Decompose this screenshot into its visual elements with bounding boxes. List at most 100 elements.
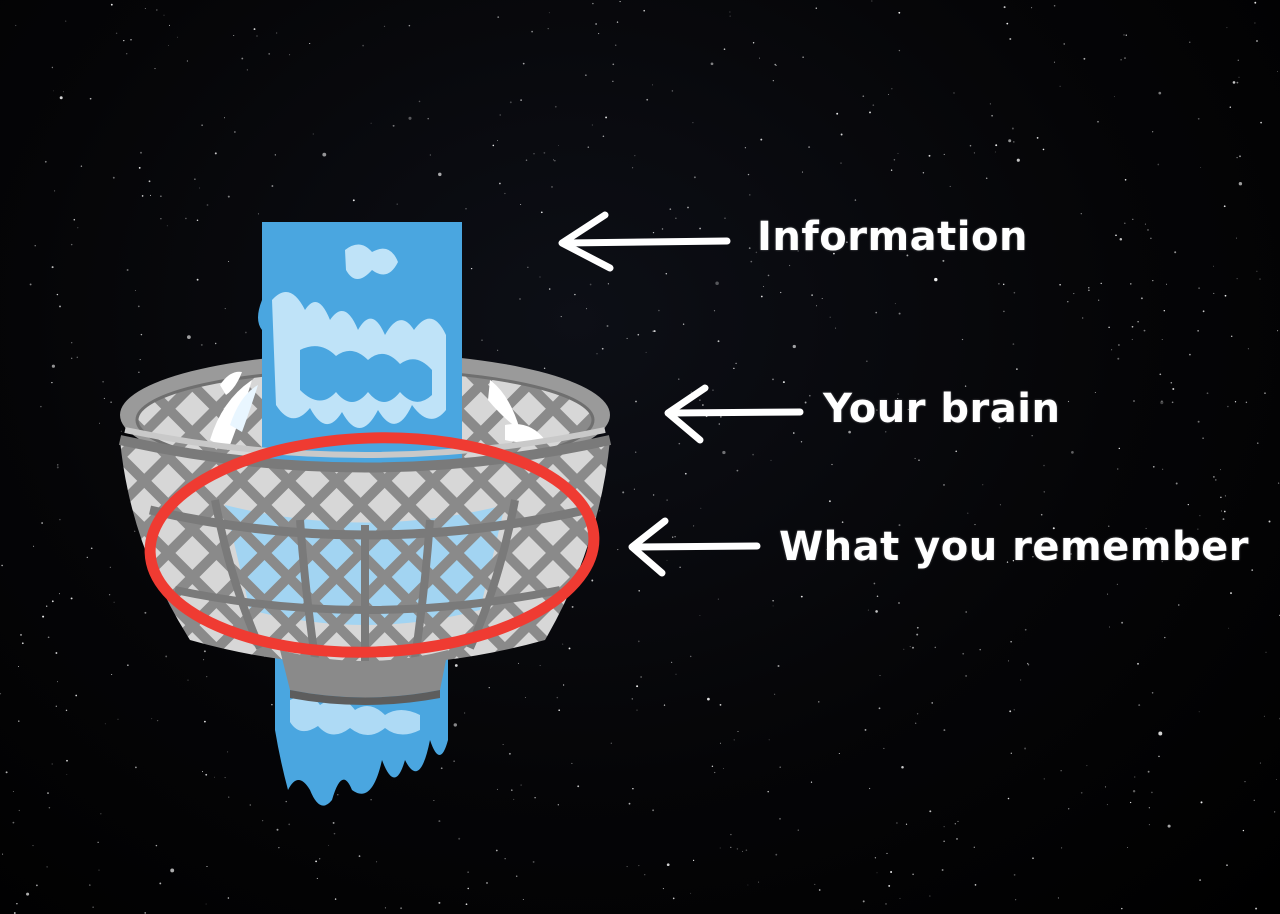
star [749,194,751,196]
star [1006,22,1009,25]
star [1229,106,1232,108]
star [943,484,945,486]
star [130,39,132,41]
star [719,742,721,744]
star [631,698,633,700]
star [1073,293,1075,295]
star [599,510,601,512]
star [841,549,843,551]
star [467,887,469,890]
star [1277,482,1280,484]
star [752,42,755,44]
star [1161,561,1163,563]
star [104,723,106,725]
star [1143,329,1146,332]
star [782,381,785,384]
star [126,269,129,271]
star [224,308,226,310]
star [723,767,724,769]
star [912,646,914,649]
star [635,400,637,403]
star [577,785,580,788]
star [929,810,932,813]
star [1206,392,1209,395]
star [1053,61,1056,63]
star [1187,503,1189,506]
star [1137,321,1139,323]
star [86,556,88,559]
star [760,138,763,141]
star [672,536,674,538]
star [952,537,955,540]
star [16,902,18,905]
star [196,219,199,222]
star [440,767,443,770]
star [815,7,818,9]
star [1118,447,1121,450]
star [876,872,878,874]
star [200,343,203,346]
star [1224,294,1227,297]
star [123,39,125,42]
star [59,518,61,521]
star [497,349,499,351]
star [571,605,574,608]
star [780,291,782,294]
star [539,276,541,278]
star [663,704,666,706]
star [177,36,179,38]
star [159,882,162,885]
star [556,696,559,699]
star [70,597,73,600]
star [262,820,264,822]
star [322,152,327,157]
star [408,24,411,27]
star [811,294,813,296]
star [253,28,256,31]
star [752,453,754,456]
star [897,393,899,395]
star [934,277,938,282]
star [453,760,455,762]
star [241,57,244,60]
star [465,208,467,210]
star [520,784,522,786]
star [1127,846,1128,848]
sieve-basket-front [118,427,612,705]
star [186,60,188,62]
star [1148,824,1150,826]
star [1067,400,1070,403]
star [504,192,506,195]
star [1172,388,1175,390]
star [622,491,625,494]
star [801,171,804,173]
star [18,809,20,812]
star [1159,373,1162,376]
star [112,176,115,179]
star [838,752,840,755]
star [814,883,816,885]
star [534,796,536,799]
star [319,858,321,860]
star [271,185,274,187]
star [994,151,996,153]
star [12,821,15,824]
star [98,869,100,871]
star [693,525,695,527]
star [598,33,600,35]
star [568,647,571,650]
star [891,88,893,90]
star [35,884,38,887]
star [1108,550,1111,552]
star [1016,158,1020,162]
star [1226,27,1228,29]
star [515,875,518,878]
star [1254,22,1256,24]
star [1082,317,1084,319]
star [1007,797,1010,800]
star [438,172,442,177]
star [658,309,660,312]
star [666,863,670,867]
star [62,91,64,93]
star [916,633,919,636]
